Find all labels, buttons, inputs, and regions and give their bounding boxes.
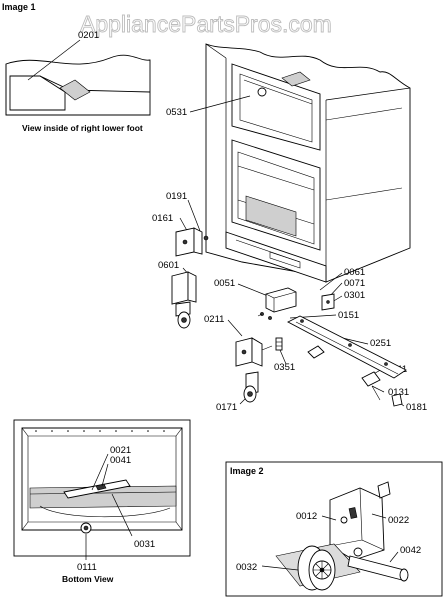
- callout-0131: 0131: [388, 387, 409, 398]
- callout-0351: 0351: [274, 362, 295, 373]
- callout-0531: 0531: [166, 107, 187, 118]
- callout-0251: 0251: [370, 338, 391, 349]
- right-bracket-part: [235, 337, 273, 367]
- callout-0031: 0031: [134, 539, 155, 550]
- bottom-view-inset: [13, 419, 191, 560]
- callout-0042: 0042: [400, 545, 421, 556]
- callout-0071: 0071: [344, 278, 365, 289]
- callout-0161: 0161: [152, 213, 173, 224]
- callout-0301: 0301: [344, 290, 365, 301]
- left-caster-part: [171, 271, 197, 329]
- image2-title: Image 2: [230, 466, 264, 476]
- callout-0041: 0041: [110, 455, 131, 466]
- callout-0171: 0171: [216, 402, 237, 413]
- callout-0012: 0012: [296, 511, 317, 522]
- callout-0051: 0051: [214, 278, 235, 289]
- leveling-rail-part: [287, 315, 407, 379]
- inset-caption: View inside of right lower foot: [22, 123, 143, 133]
- callout-0111: 0111: [77, 562, 97, 573]
- callout-0191: 0191: [166, 191, 187, 202]
- callout-0061: 0061: [344, 267, 365, 278]
- callout-0201: 0201: [78, 30, 99, 41]
- bottom-view-caption: Bottom View: [62, 574, 114, 584]
- callout-0032: 0032: [236, 562, 257, 573]
- callout-0021: 0021: [110, 445, 131, 456]
- right-small-bracket-part: [321, 293, 335, 311]
- callout-0151: 0151: [338, 310, 359, 321]
- callout-0022: 0022: [388, 515, 409, 526]
- callout-0601: 0601: [158, 260, 179, 271]
- left-bracket-part: [175, 227, 209, 257]
- center-bracket-part: [257, 287, 297, 320]
- leveling-leg-part: [361, 371, 403, 407]
- screw-part: [275, 337, 283, 351]
- image2-frame: [225, 461, 443, 597]
- callout-0181: 0181: [406, 402, 427, 413]
- watermark-text: AppliancePartsPros.com: [80, 11, 332, 37]
- image2-caster-assembly: [261, 481, 409, 591]
- right-caster-part: [243, 371, 259, 403]
- image1-title: Image 1: [2, 2, 36, 12]
- foot-inset: 0201: [5, 30, 151, 116]
- roller-pin-part: [307, 345, 325, 359]
- refrigerator-cabinet: [205, 43, 411, 283]
- callout-0211: 0211: [204, 314, 224, 325]
- bottom-view-dots: [35, 430, 165, 432]
